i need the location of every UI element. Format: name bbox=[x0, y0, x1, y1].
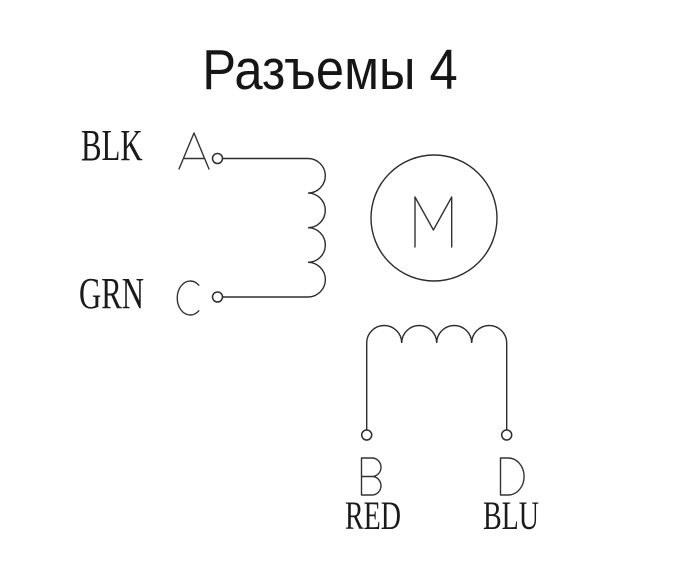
wire-label-grn: GRN bbox=[79, 269, 145, 318]
terminal-a-letter bbox=[178, 132, 210, 170]
wire-label-blu: BLU bbox=[483, 493, 539, 538]
page-title: Разъемы 4 bbox=[202, 38, 458, 102]
terminal-c-node bbox=[211, 291, 224, 303]
coil-phase-bd bbox=[366, 324, 508, 431]
terminal-d-node bbox=[500, 429, 513, 441]
terminal-b-node bbox=[360, 429, 373, 441]
wire-label-blk: BLK bbox=[81, 121, 143, 170]
terminal-d-letter bbox=[499, 457, 525, 496]
coil-phase-ac bbox=[222, 157, 327, 298]
terminal-c-letter bbox=[176, 280, 200, 316]
terminal-a-node bbox=[211, 152, 224, 165]
motor-letter-m bbox=[414, 196, 453, 248]
wire-label-red: RED bbox=[345, 493, 401, 538]
terminal-b-letter bbox=[360, 457, 382, 496]
motor-circle bbox=[370, 154, 498, 282]
